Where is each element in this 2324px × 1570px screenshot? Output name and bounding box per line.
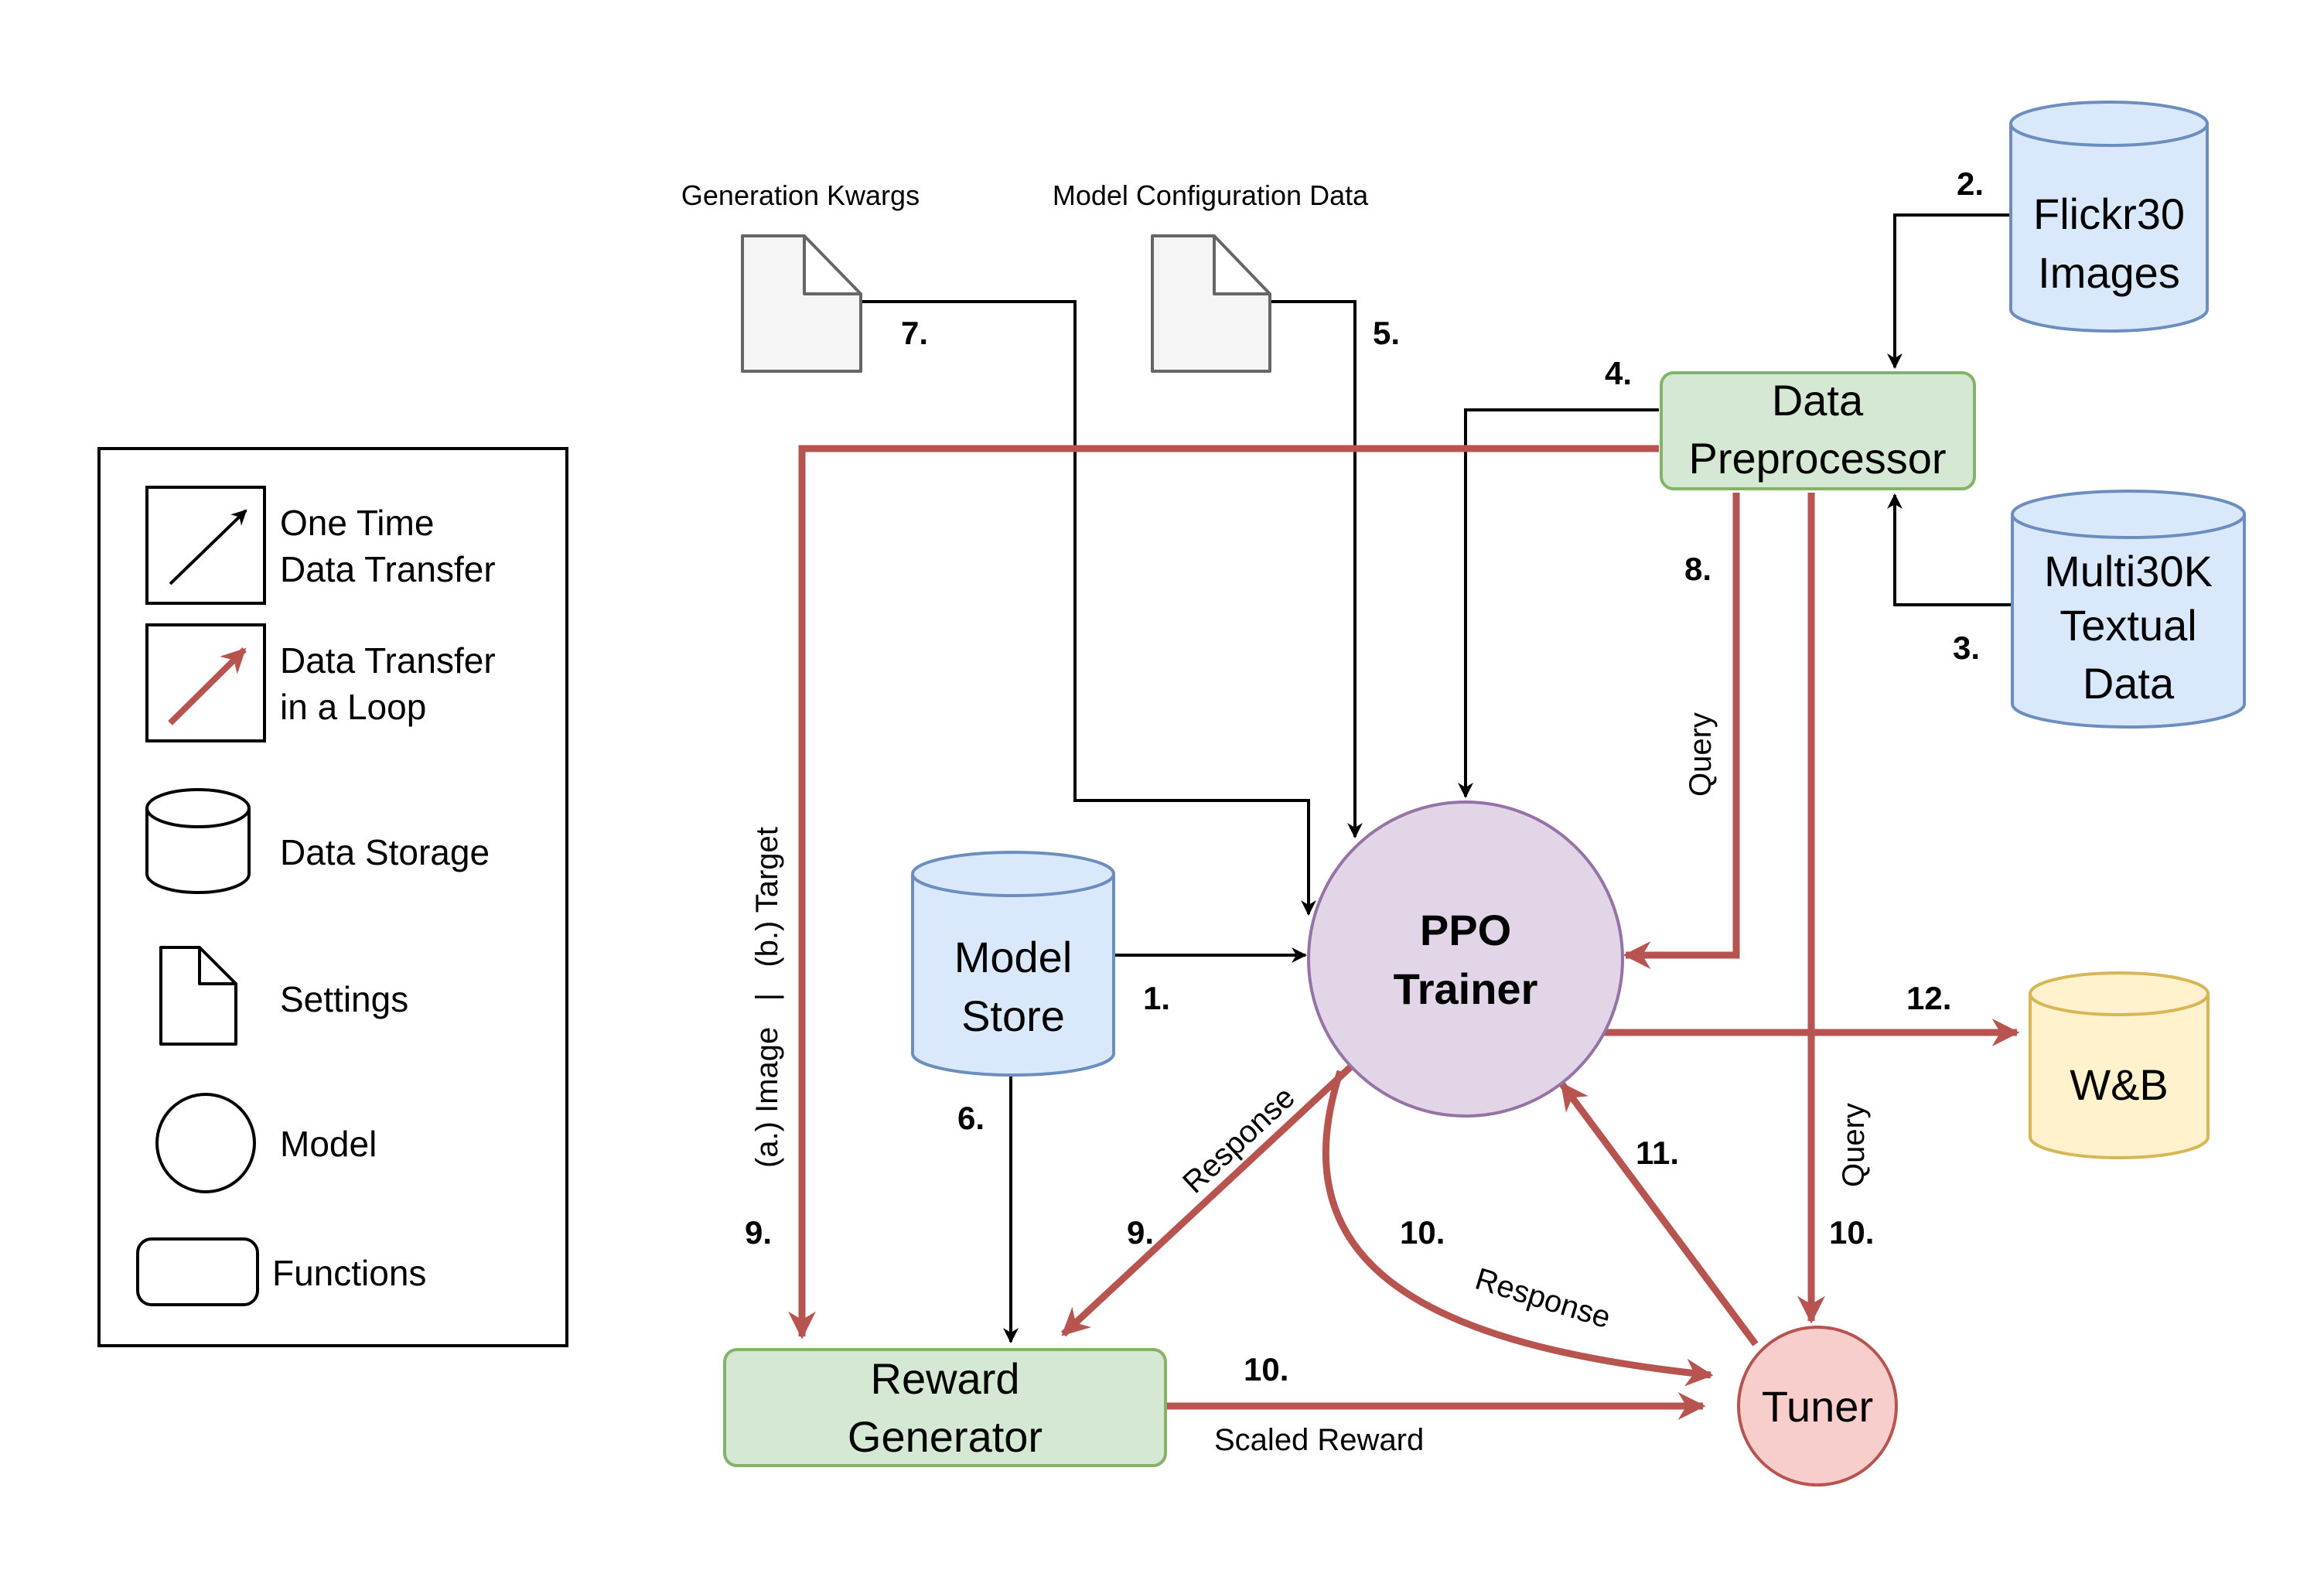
edge-10-scaled-number: 10.	[1244, 1351, 1288, 1387]
flickr-label-1: Flickr30	[2033, 189, 2185, 238]
edge-10-query-label: Query	[1837, 1103, 1871, 1187]
flickr-label-2: Images	[2038, 248, 2180, 297]
model-config-file	[1151, 234, 1271, 373]
legend-settings-icon	[159, 946, 237, 1046]
tuner-node	[1737, 1326, 1898, 1486]
edge-3	[1887, 493, 2012, 606]
edge-9-image-target-label: (a.) Image | (b.) Target	[750, 827, 784, 1168]
edge-8-query-label: Query	[1684, 712, 1718, 797]
legend-loop-label-1: Data Transfer	[280, 640, 496, 681]
legend-storage-label: Data Storage	[280, 832, 490, 872]
edge-3-number: 3.	[1953, 630, 1980, 666]
legend-functions-icon	[136, 1237, 259, 1306]
flickr-storage	[2009, 101, 2209, 333]
edge-8-query	[1623, 493, 1740, 969]
edge-2	[1887, 213, 2009, 369]
legend-one-time-arrow	[169, 509, 247, 585]
generation-kwargs-label: Generation Kwargs	[681, 179, 920, 211]
edge-9-image-number: 9.	[745, 1214, 772, 1251]
legend-one-time-label-1: One Time	[280, 503, 434, 543]
model-store-label-1: Model	[954, 933, 1073, 981]
legend-settings-label: Settings	[280, 979, 408, 1019]
ppo-trainer-label-1: PPO	[1420, 906, 1511, 954]
edge-8-number: 8.	[1684, 551, 1711, 587]
edge-5-number: 5.	[1373, 315, 1400, 351]
edge-9-response-label: Response	[1176, 1080, 1302, 1200]
legend-storage-icon	[145, 788, 251, 894]
ppo-trainer-node	[1307, 800, 1624, 1118]
legend-model-label: Model	[280, 1124, 377, 1164]
multi30k-storage	[2011, 490, 2246, 729]
reward-generator-label-2: Generator	[848, 1412, 1043, 1461]
model-store-storage	[911, 851, 1115, 1077]
edge-11-number: 11.	[1636, 1135, 1679, 1171]
edge-7-number: 7.	[901, 315, 928, 351]
edge-9-image-target	[788, 445, 1659, 1340]
multi30k-label-2: Textual	[2060, 601, 2196, 650]
generation-kwargs-file	[741, 234, 862, 373]
edge-10-response-label: Response	[1471, 1262, 1614, 1336]
edge-10-response-number: 10.	[1400, 1214, 1445, 1251]
legend-model-icon	[155, 1093, 256, 1193]
reward-generator-label-1: Reward	[871, 1354, 1020, 1403]
edge-5	[1270, 300, 1363, 838]
reward-generator-box	[723, 1348, 1167, 1467]
legend-loop-arrow	[168, 647, 247, 725]
data-preprocessor-box	[1660, 371, 1976, 490]
edge-10-query-number: 10.	[1829, 1214, 1874, 1251]
edge-1-number: 1.	[1143, 980, 1170, 1016]
wandb-storage	[2029, 971, 2210, 1159]
edge-6-number: 6.	[957, 1100, 985, 1136]
edge-4	[1458, 408, 1659, 798]
legend-one-time-label-2: Data Transfer	[280, 549, 496, 589]
legend-one-time-swatch	[145, 486, 266, 605]
wandb-label: W&B	[2070, 1060, 2169, 1109]
edge-9-response	[1060, 1063, 1355, 1337]
edge-7	[861, 300, 1316, 916]
data-preprocessor-label-1: Data	[1772, 376, 1864, 425]
edges	[788, 213, 2020, 1420]
edge-4-number: 4.	[1605, 355, 1632, 391]
model-store-label-2: Store	[961, 991, 1065, 1040]
tuner-label: Tuner	[1762, 1382, 1873, 1431]
edge-labels: 1. 2. 3. 4. 5. 6. 7. 8. 9. 9. 10. 10. 10…	[745, 166, 1984, 1457]
edge-9-response-number: 9.	[1127, 1214, 1154, 1251]
legend: One Time Data Transfer Data Transfer in …	[97, 447, 568, 1347]
legend-functions-label: Functions	[272, 1253, 426, 1293]
legend-loop-swatch	[145, 623, 266, 742]
edge-10-response	[1322, 1070, 1714, 1387]
multi30k-label-3: Data	[2083, 659, 2175, 708]
multi30k-label-1: Multi30K	[2044, 547, 2213, 596]
ppo-trainer-label-2: Trainer	[1394, 964, 1538, 1013]
edge-11	[1559, 1082, 1759, 1346]
data-preprocessor-label-2: Preprocessor	[1688, 434, 1946, 483]
edge-2-number: 2.	[1957, 166, 1984, 202]
legend-loop-label-2: in a Loop	[280, 687, 426, 727]
edge-12-number: 12.	[1906, 980, 1951, 1016]
model-config-label: Model Configuration Data	[1053, 179, 1369, 211]
edge-10-scaled-reward-label: Scaled Reward	[1214, 1423, 1424, 1457]
